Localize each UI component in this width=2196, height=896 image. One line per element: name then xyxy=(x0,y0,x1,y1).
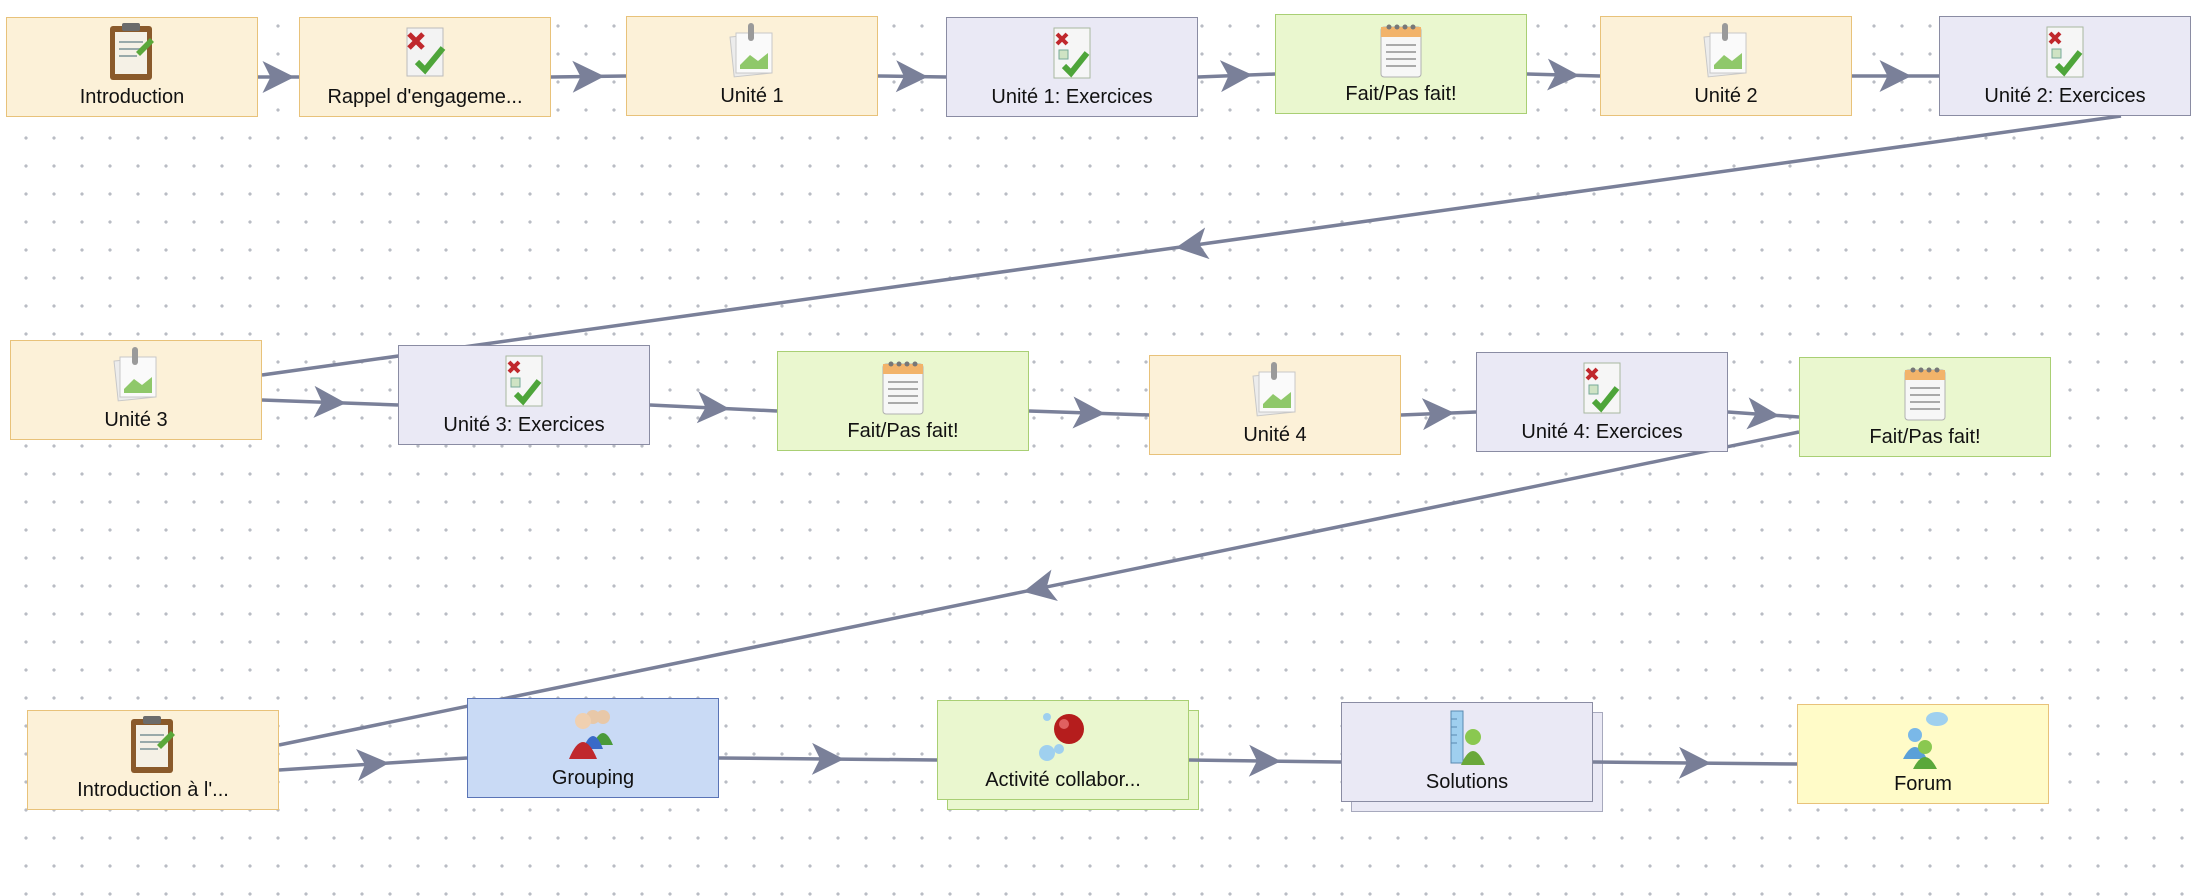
activity-label: Fait/Pas fait! xyxy=(1869,426,1981,448)
image-resource-icon xyxy=(106,345,166,407)
activity-node[interactable]: Fait/Pas fait! xyxy=(1275,14,1527,114)
notebook-icon xyxy=(873,356,933,418)
assessment-icon xyxy=(494,350,554,412)
image-resource-icon xyxy=(1245,360,1305,422)
activity-node[interactable]: Unité 3 xyxy=(10,340,262,440)
activity-node[interactable]: Unité 4 xyxy=(1149,355,1401,455)
assessment-icon xyxy=(1572,357,1632,419)
activity-node[interactable]: Unité 4: Exercices xyxy=(1476,352,1728,452)
molecule-icon xyxy=(1033,705,1093,767)
activity-node[interactable]: Unité 1: Exercices xyxy=(946,17,1198,117)
arrowhead-icon xyxy=(1072,396,1105,429)
arrowhead-icon xyxy=(1421,398,1455,431)
activity-label: Fait/Pas fait! xyxy=(1345,83,1457,105)
activity-label: Unité 4 xyxy=(1243,424,1307,446)
arrowhead-icon xyxy=(1023,569,1058,601)
activity-node[interactable]: Unité 3: Exercices xyxy=(398,345,650,445)
assessment-icon xyxy=(1042,22,1102,84)
activity-label: Grouping xyxy=(551,767,635,789)
activity-label: Introduction xyxy=(79,86,185,108)
activity-node[interactable]: Grouping xyxy=(467,698,719,798)
activity-node[interactable]: Activité collabor... xyxy=(937,700,1199,810)
arrowhead-icon xyxy=(356,749,389,781)
activity-node[interactable]: Introduction xyxy=(6,17,258,117)
arrowhead-icon xyxy=(1219,60,1253,93)
arrowhead-icon xyxy=(1746,397,1780,430)
activity-label: Forum xyxy=(1894,773,1952,795)
people-group-icon xyxy=(563,703,623,765)
quiz-icon xyxy=(395,22,455,84)
arrowhead-icon xyxy=(1248,744,1281,777)
activity-node[interactable]: Unité 2: Exercices xyxy=(1939,16,2191,116)
activity-label: Unité 1: Exercices xyxy=(991,86,1153,108)
notebook-icon xyxy=(1895,362,1955,424)
arrowhead-icon xyxy=(1547,58,1580,91)
activity-node[interactable]: Unité 2 xyxy=(1600,16,1852,116)
activity-label: Unité 2: Exercices xyxy=(1984,85,2146,107)
arrowhead-icon xyxy=(696,391,730,424)
arrowhead-icon xyxy=(1678,746,1711,779)
activity-label: Unité 3: Exercices xyxy=(443,414,605,436)
arrowhead-icon xyxy=(572,60,605,93)
arrowhead-icon xyxy=(895,60,928,93)
forum-users-icon xyxy=(1893,709,1953,771)
notebook-icon xyxy=(1371,19,1431,81)
activity-label: Activité collabor... xyxy=(985,769,1141,791)
activity-node[interactable]: Solutions xyxy=(1341,702,1603,812)
arrowhead-icon xyxy=(1175,227,1210,260)
activity-label: Solutions xyxy=(1425,771,1509,793)
activity-node[interactable]: Rappel d'engageme... xyxy=(299,17,551,117)
assessment-icon xyxy=(2035,21,2095,83)
arrowhead-icon xyxy=(811,742,844,775)
notepad-icon xyxy=(102,22,162,84)
arrowhead-icon xyxy=(313,385,346,418)
activity-label: Rappel d'engageme... xyxy=(327,86,523,108)
activity-label: Unité 4: Exercices xyxy=(1521,421,1683,443)
activity-node[interactable]: Fait/Pas fait! xyxy=(777,351,1029,451)
user-ruler-icon xyxy=(1437,707,1497,769)
arrowhead-icon xyxy=(262,61,295,93)
arrowhead-icon xyxy=(1879,60,1912,92)
activity-node[interactable]: Forum xyxy=(1797,704,2049,804)
activity-node[interactable]: Fait/Pas fait! xyxy=(1799,357,2051,457)
notepad-icon xyxy=(123,715,183,777)
activity-label: Unité 1 xyxy=(720,85,784,107)
activity-label: Introduction à l'... xyxy=(77,779,229,801)
activity-label: Fait/Pas fait! xyxy=(847,420,959,442)
image-resource-icon xyxy=(722,21,782,83)
activity-label: Unité 2 xyxy=(1694,85,1758,107)
activity-label: Unité 3 xyxy=(104,409,168,431)
image-resource-icon xyxy=(1696,21,1756,83)
activity-node[interactable]: Unité 1 xyxy=(626,16,878,116)
activity-node[interactable]: Introduction à l'... xyxy=(27,710,279,810)
